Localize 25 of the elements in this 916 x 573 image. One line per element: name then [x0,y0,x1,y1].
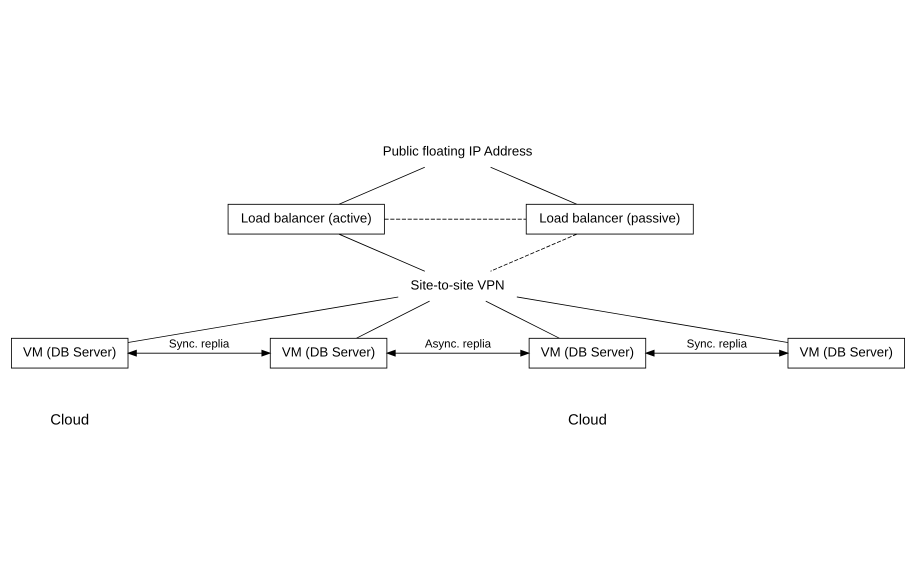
arrow [644,349,790,356]
node-box: VM (DB Server) [270,337,388,368]
connector [490,233,578,272]
node-box: Load balancer (active) [228,203,385,234]
node-text: Public floating IP Address [382,142,532,158]
label: Cloud [50,412,90,428]
connector [338,166,426,204]
edge-label: Sync. replia [168,338,230,350]
edge-label: Async. replia [424,338,492,350]
label: Cloud [568,412,607,428]
node-box: VM (DB Server) [788,337,905,368]
node-box: VM (DB Server) [528,337,646,368]
connector [338,233,426,272]
edge-label: Sync. replia [686,338,748,350]
connector [485,300,560,338]
node-box: Load balancer (passive) [526,203,694,234]
connector [356,300,430,338]
node-box: VM (DB Server) [11,337,128,368]
arrow [126,349,272,356]
connector [128,296,399,342]
arrow [386,349,530,356]
connector [516,296,788,342]
connector [384,218,527,220]
connector [490,166,578,204]
node-text: Site-to-site VPN [410,276,505,292]
